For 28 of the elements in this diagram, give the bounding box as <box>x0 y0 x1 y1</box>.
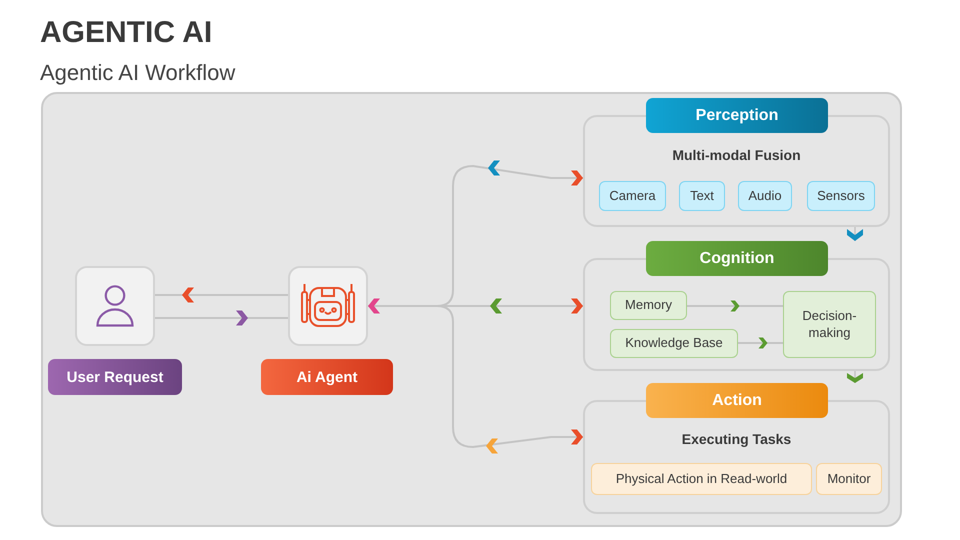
name-label: User Request <box>48 359 182 395</box>
process-box: Camera <box>599 181 666 211</box>
icon-tile <box>75 266 155 346</box>
arrow-connector <box>687 300 783 312</box>
section-header: Perception <box>646 98 828 133</box>
process-box: Audio <box>738 181 792 211</box>
arrow-connector <box>436 305 583 454</box>
arrow-connector <box>155 288 288 302</box>
arrow-connector <box>155 310 288 326</box>
icon-tile <box>288 266 368 346</box>
process-box: Memory <box>610 291 687 320</box>
section-header: Action <box>646 383 828 418</box>
process-box: Knowledge Base <box>610 329 738 358</box>
name-label: Ai Agent <box>261 359 393 395</box>
process-box: Text <box>679 181 725 211</box>
process-box: Physical Action in Read-world <box>591 463 812 495</box>
process-box: Decision-making <box>783 291 876 358</box>
section-subtitle: Multi-modal Fusion <box>671 146 802 164</box>
chevron-arrow <box>847 227 863 241</box>
page-title: AGENTIC AI <box>40 15 212 51</box>
process-box: Sensors <box>807 181 875 211</box>
process-box: Monitor <box>816 463 882 495</box>
section-header: Cognition <box>646 241 828 276</box>
section-subtitle: Executing Tasks <box>680 430 792 448</box>
arrow-connector <box>368 298 583 314</box>
chevron-arrow <box>847 371 863 383</box>
arrow-connector <box>738 338 783 348</box>
page-subtitle: Agentic AI Workflow <box>40 60 236 86</box>
